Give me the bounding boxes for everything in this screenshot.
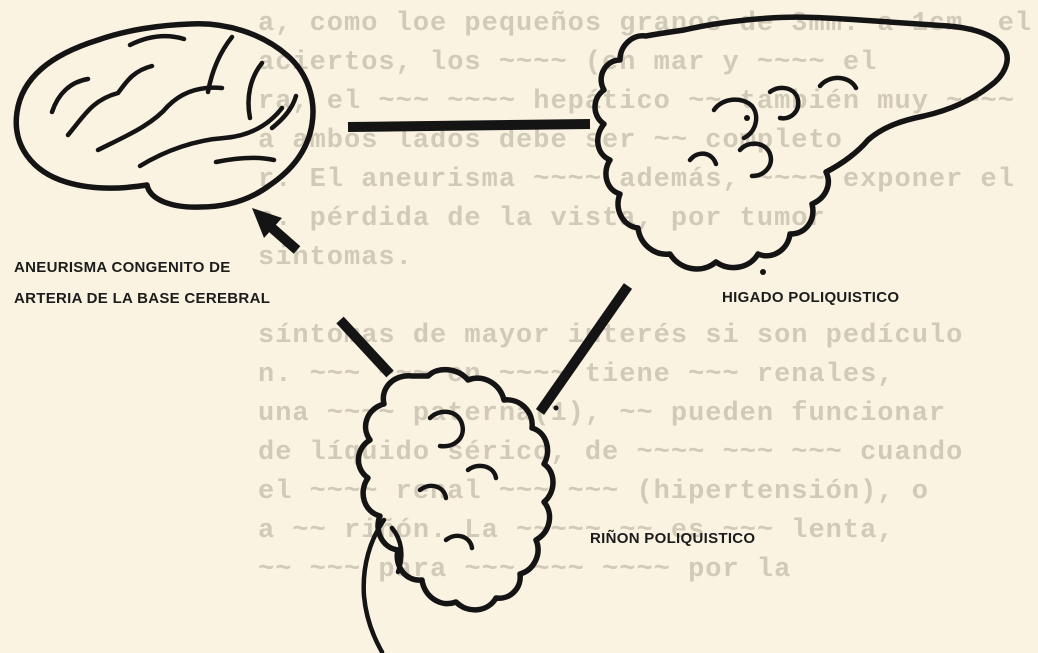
liver-cyst-5 [690,154,716,164]
liver-cyst-dot [744,115,750,121]
brain-fold-1 [52,79,88,112]
background-text-line: una ~~~~ paterna(1), ~~ pueden funcionar [258,399,946,429]
brain-label-line2: ARTERIA DE LA BASE CEREBRAL [14,290,270,307]
kidney-dot [554,406,559,411]
background-text-line: a ~~ riñón. La ~~~~~ ~~ es ~~~ lenta, [258,516,895,546]
background-text-line: r. El aneurisma ~~~~ además, ~~~~ expone… [258,165,1015,195]
kidney-label: RIÑON POLIQUISTICO [590,530,755,547]
liver-label: HIGADO POLIQUISTICO [722,289,899,306]
brain-liver-connector [348,124,590,127]
background-page-text: a, como loe pequeños granos de 3mm. a 1c… [258,9,1032,585]
brain-fold-2 [68,66,152,135]
background-text-line: el ~~~~ renal ~~~ ~~~ (hipertensión), o [258,477,929,507]
brain-fold-9 [216,158,274,162]
background-text-line: a. pérdida de la vista, por tumor [258,204,826,234]
brain-fold-5 [208,37,232,92]
background-text-line: sintomas. [258,243,413,273]
background-text-line: aciertos, los ~~~~ (en mar y ~~~~ el [258,48,877,78]
background-text-line: ra, el ~~~ ~~~~ hepático ~~ también muy … [258,87,1015,117]
brain-fold-3 [130,36,184,45]
liver-dot [760,269,766,275]
brain-label-line1: ANEURISMA CONGENITO DE [14,259,231,276]
